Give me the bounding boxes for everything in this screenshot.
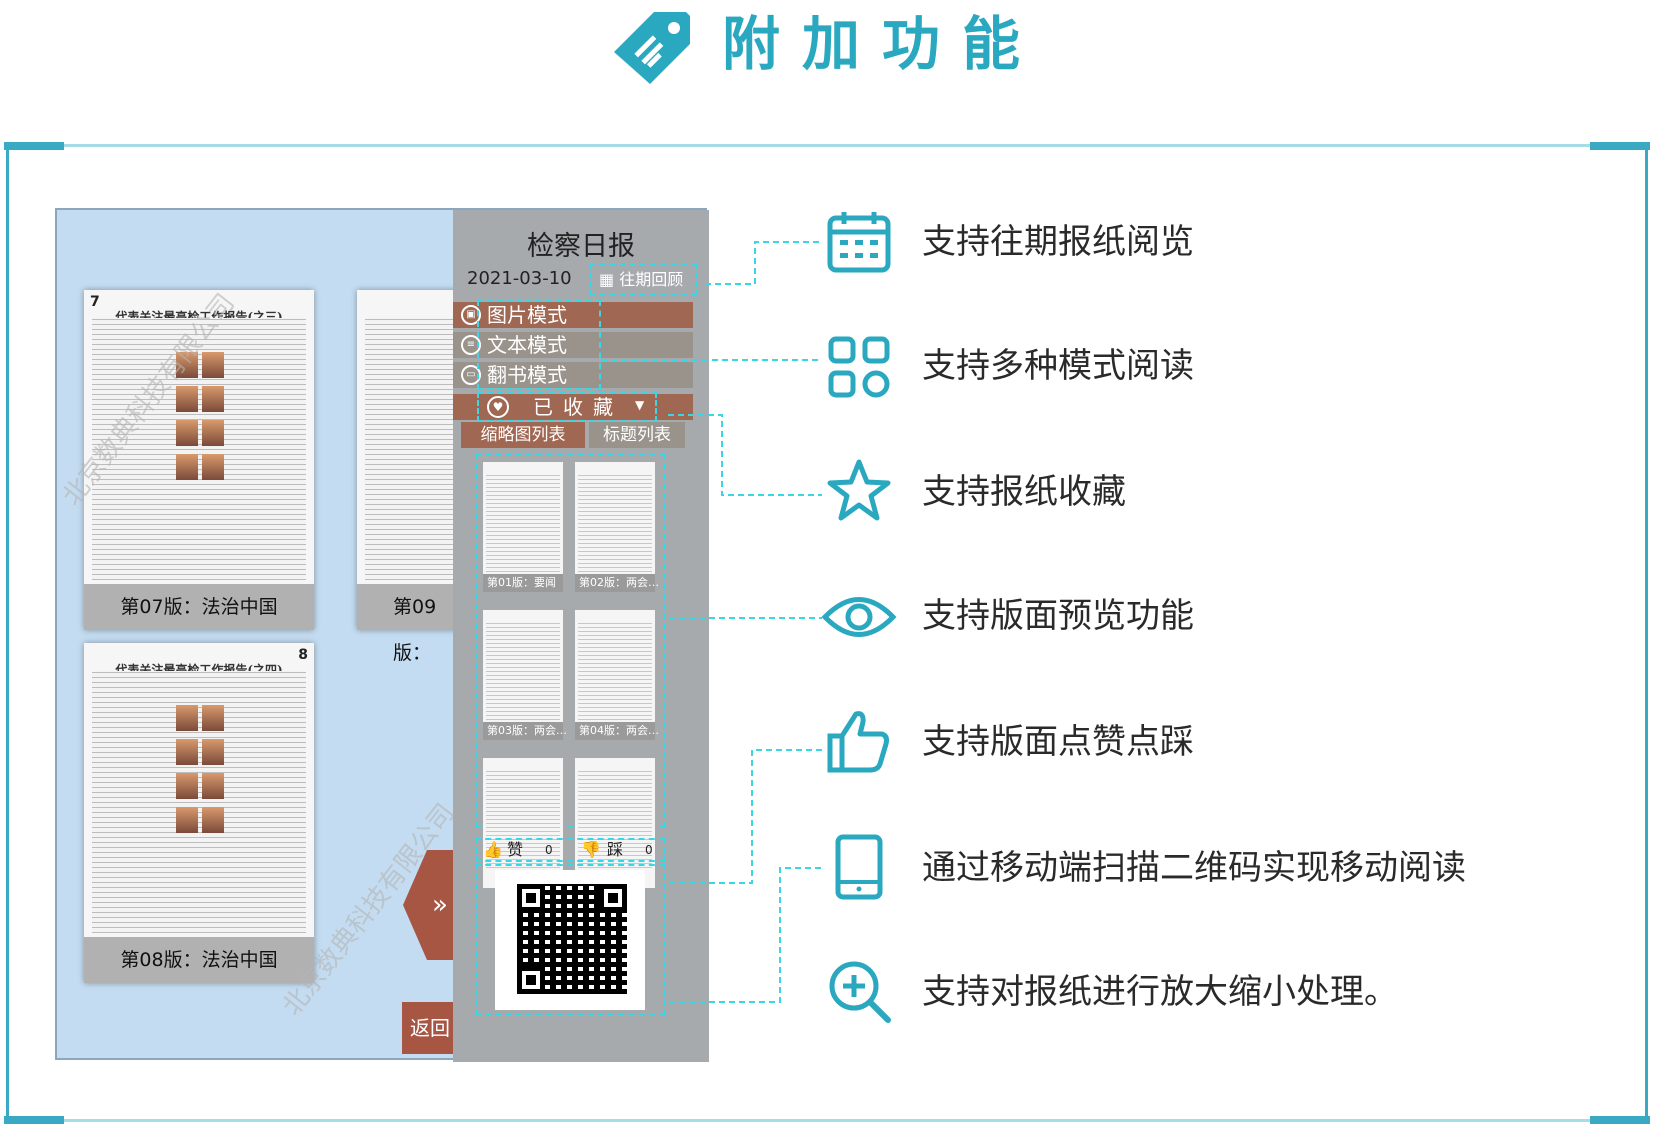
chevron-down-icon: ▼ — [635, 398, 645, 412]
star-icon — [827, 459, 891, 521]
frame-corner — [4, 1116, 64, 1124]
calendar-icon — [827, 212, 891, 273]
feature-text: 支持版面预览功能 — [922, 596, 1194, 636]
page-photos — [174, 350, 234, 486]
list-tabs: 缩略图列表 标题列表 — [461, 422, 691, 448]
thumbs-down-icon[interactable]: 👎 — [581, 840, 601, 859]
reader-screenshot: 7 代表关注最高检工作报告(之三) 第07版：法治中国 第09版： 8 代表关注… — [55, 208, 709, 1062]
frame-corner — [1590, 142, 1650, 150]
thumbnail-label: 第03版：两会… — [483, 722, 567, 740]
thumbs-up-icon — [827, 711, 889, 773]
tab-titles[interactable]: 标题列表 — [589, 422, 685, 448]
page-caption: 第07版：法治中国 — [84, 584, 314, 630]
newspaper-title: 检察日报 — [527, 231, 635, 262]
thumbnail-list: 第01版：要闻 第02版：两会… 第03版：两会… 第04版：两会… — [475, 454, 665, 888]
content-frame — [6, 144, 1648, 1122]
thumbnail-label: 第01版：要闻 — [483, 574, 563, 592]
history-label: 往期回顾 — [619, 270, 684, 289]
qr-code-area — [475, 864, 665, 1016]
issue-date: 2021-03-10 — [467, 268, 572, 289]
mode-flipbook[interactable]: ▭ 翻书模式 — [453, 362, 693, 388]
zoom-in-icon — [829, 961, 891, 1023]
dislike-count: 0 — [645, 843, 653, 857]
feature-text: 通过移动端扫描二维码实现移动阅读 — [922, 848, 1466, 888]
book-icon: ▭ — [461, 365, 481, 385]
side-panel: 检察日报 2021-03-10 ▦ 往期回顾 ▣ 图片模式 ≡ 文本模式 ▭ 翻书模式… — [453, 210, 709, 1062]
thumbnail-item[interactable]: 第04版：两会… — [575, 610, 659, 740]
grid-icon — [828, 336, 890, 398]
heart-icon: ♥ — [487, 396, 509, 418]
favorite-label: 已收藏 — [533, 395, 623, 419]
like-count: 0 — [545, 843, 553, 857]
feature-text: 支持报纸收藏 — [922, 472, 1126, 512]
feature-text: 支持版面点赞点踩 — [922, 722, 1194, 762]
thumbs-up-icon[interactable]: 👍 — [483, 840, 503, 859]
mode-text[interactable]: ≡ 文本模式 — [453, 332, 693, 358]
thumbnail-item[interactable] — [483, 758, 563, 888]
thumbnail-item[interactable]: 第01版：要闻 — [483, 462, 563, 592]
tag-icon — [614, 12, 690, 84]
page-text-columns — [92, 671, 306, 933]
highlight-box — [477, 300, 601, 390]
frame-corner — [4, 142, 64, 150]
thumbnail-item[interactable] — [575, 758, 655, 888]
thumbnail-item[interactable]: 第02版：两会… — [575, 462, 659, 592]
tab-thumbnails[interactable]: 缩略图列表 — [461, 422, 585, 448]
back-button[interactable]: 返回 — [402, 1002, 458, 1054]
text-icon: ≡ — [461, 335, 481, 355]
newspaper-page[interactable]: 第09版： — [357, 290, 467, 664]
feature-text: 支持对报纸进行放大缩小处理。 — [922, 972, 1398, 1012]
thumbnail-label: 第02版：两会… — [575, 574, 659, 592]
mode-label: 文本模式 — [487, 333, 567, 357]
vote-bar: 👍 赞 0 👎 踩 0 — [475, 838, 665, 862]
mode-label: 翻书模式 — [487, 363, 567, 387]
page-title: 附加功能 — [722, 10, 1043, 78]
eye-icon — [821, 597, 897, 637]
newspaper-page[interactable]: 7 代表关注最高检工作报告(之三) 第07版：法治中国 — [84, 290, 314, 630]
page-number: 8 — [298, 647, 308, 663]
page-text-columns — [92, 318, 306, 580]
qr-code — [495, 870, 645, 1010]
thumbnail-item[interactable]: 第03版：两会… — [483, 610, 567, 740]
page-caption: 第09版： — [357, 584, 467, 664]
newspaper-page[interactable]: 8 代表关注最高检工作报告(之四) 第08版：法治中国 — [84, 643, 314, 983]
feature-text: 支持多种模式阅读 — [922, 346, 1194, 386]
page-caption: 第08版：法治中国 — [84, 937, 314, 983]
header: 附加功能 — [0, 0, 1654, 90]
highlight-box — [477, 392, 657, 422]
dislike-label[interactable]: 踩 — [607, 840, 624, 859]
feature-text: 支持往期报纸阅览 — [922, 222, 1194, 262]
mode-label: 图片模式 — [487, 303, 567, 327]
history-button[interactable]: ▦ 往期回顾 — [589, 264, 697, 296]
page-number: 7 — [90, 294, 100, 310]
mode-image[interactable]: ▣ 图片模式 — [453, 302, 693, 328]
like-label[interactable]: 赞 — [507, 840, 524, 859]
image-icon: ▣ — [461, 305, 481, 325]
thumbnail-label: 第04版：两会… — [575, 722, 659, 740]
page-photos — [174, 703, 234, 839]
frame-corner — [1590, 1116, 1650, 1124]
page-text-columns — [365, 318, 459, 580]
tablet-icon — [835, 834, 883, 900]
